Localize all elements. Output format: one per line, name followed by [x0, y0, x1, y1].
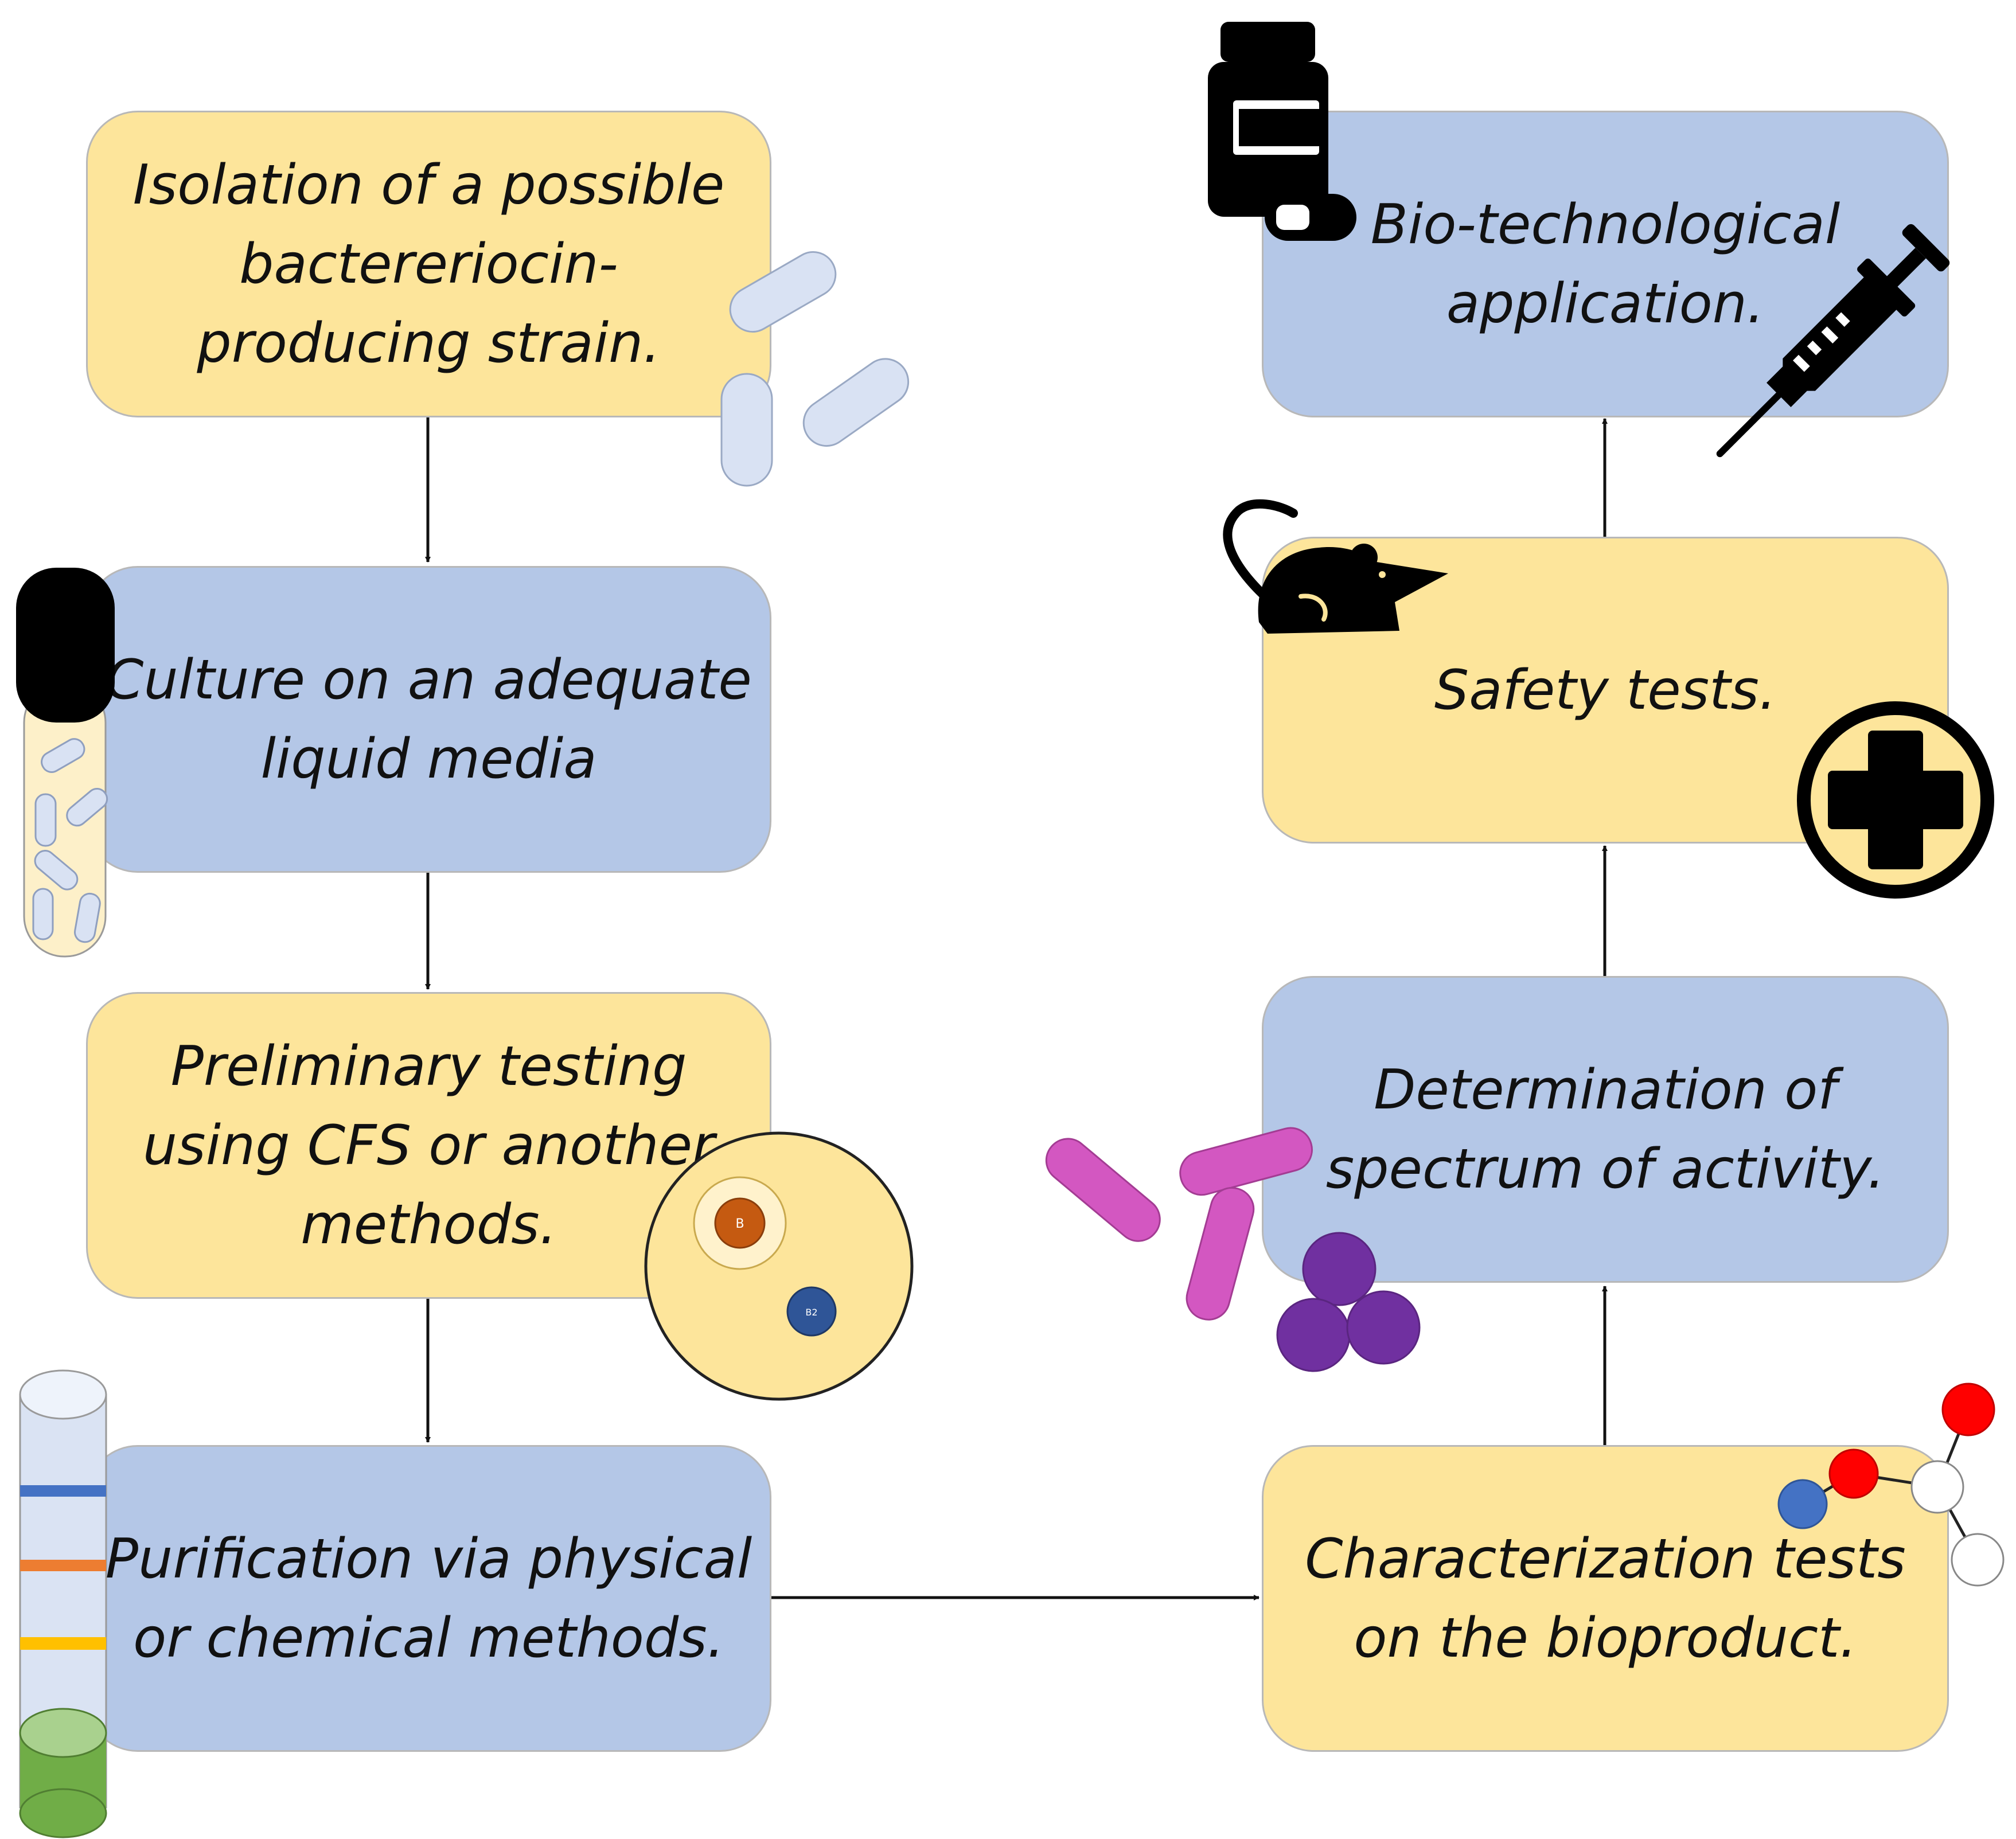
step-culture-box: Culture on an adequate liquid media — [86, 566, 771, 873]
step-culture-text: Culture on an adequate liquid media — [106, 648, 752, 791]
step-safety-box: Safety tests. — [1262, 537, 1949, 844]
step-determination-box: Determination of spectrum of activity. — [1262, 976, 1949, 1283]
step-isolation-box: Isolation of a possible bactereriocin- p… — [86, 111, 771, 417]
petri-colony-label-2: B2 — [805, 1307, 817, 1318]
step-safety-text: Safety tests. — [1434, 658, 1777, 722]
step-determination-text: Determination of spectrum of activity. — [1325, 1058, 1885, 1201]
step-application-box: Bio-technological application. — [1262, 111, 1949, 417]
step-purification-text: Purification via physical or chemical me… — [105, 1527, 752, 1670]
step-isolation-text: Isolation of a possible bactereriocin- p… — [132, 153, 725, 375]
step-purification-box: Purification via physical or chemical me… — [86, 1445, 771, 1752]
step-characterization-text: Characterization tests on the bioproduct… — [1305, 1527, 1906, 1670]
step-characterization-box: Characterization tests on the bioproduct… — [1262, 1445, 1949, 1752]
step-preliminary-text: Preliminary testing using CFS or another… — [142, 1034, 715, 1256]
step-preliminary-box: Preliminary testing using CFS or another… — [86, 992, 771, 1299]
step-application-text: Bio-technological application. — [1370, 193, 1840, 335]
